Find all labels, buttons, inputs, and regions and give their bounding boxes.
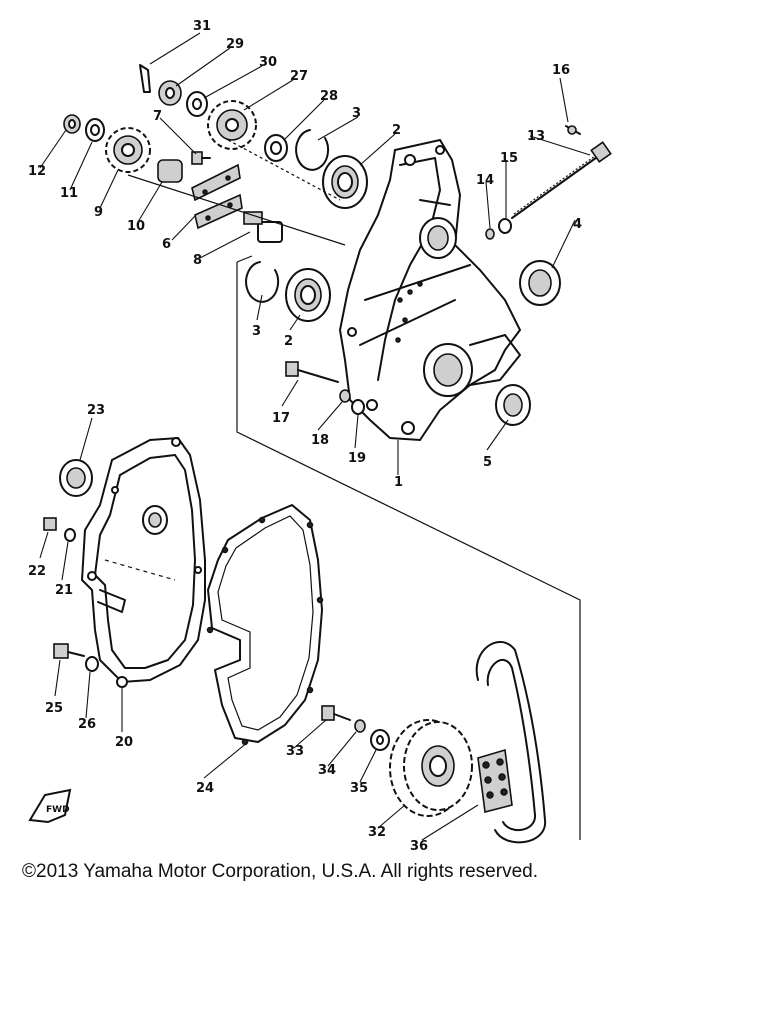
callout-11: 11 <box>60 186 78 201</box>
callout-26: 26 <box>78 717 96 732</box>
callout-33: 33 <box>286 744 304 759</box>
sprocket-27 <box>207 100 257 150</box>
callout-6: 6 <box>162 237 171 252</box>
washer-11 <box>85 118 105 142</box>
callout-22: 22 <box>28 564 46 579</box>
sprocket-32 <box>389 719 473 817</box>
callout-23: 23 <box>87 403 105 418</box>
bearing-upper <box>322 155 368 209</box>
exploded-parts-diagram: FWD <box>28 19 612 854</box>
bolt-25 <box>53 643 85 659</box>
tensioner-plates <box>191 163 243 230</box>
callout-16: 16 <box>552 63 570 78</box>
callout-21: 21 <box>55 583 73 598</box>
callout-12: 12 <box>28 164 46 179</box>
cotter-pin-31 <box>139 64 151 93</box>
circlip-upper <box>295 129 330 171</box>
callout-15: 15 <box>500 151 518 166</box>
callout-8: 8 <box>193 253 202 268</box>
bearing-lower <box>285 268 331 322</box>
bolt-7 <box>191 151 211 165</box>
bolt-33 <box>321 705 351 721</box>
callout-3a: 3 <box>352 106 361 121</box>
screw-16 <box>565 125 581 135</box>
callout-5: 5 <box>483 455 492 470</box>
callout-1: 1 <box>394 475 403 490</box>
callout-3b: 3 <box>252 324 261 339</box>
tensioner-block <box>243 211 283 243</box>
callout-20: 20 <box>115 735 133 750</box>
leader-lines <box>39 32 591 841</box>
callout-18: 18 <box>311 433 329 448</box>
lock-washer-34 <box>354 719 366 733</box>
callout-2a: 2 <box>392 123 401 138</box>
chaincase-cover <box>80 436 206 688</box>
washer-19 <box>351 399 365 415</box>
callout-24: 24 <box>196 781 214 796</box>
cover-gasket <box>206 504 324 746</box>
bolt-22 <box>43 517 57 531</box>
oil-seal-4 <box>519 260 561 306</box>
front-direction-arrow-icon: FWD <box>28 788 72 824</box>
callout-10: 10 <box>127 219 145 234</box>
callout-30: 30 <box>259 55 277 70</box>
washer-30 <box>186 91 208 117</box>
sprocket-9 <box>105 127 151 173</box>
washer-15 <box>498 218 512 234</box>
oil-seal-23 <box>59 459 93 497</box>
callout-27: 27 <box>290 69 308 84</box>
nut-12 <box>63 114 81 134</box>
collar-28 <box>264 134 288 162</box>
callout-28: 28 <box>320 89 338 104</box>
callout-7: 7 <box>153 109 162 124</box>
callout-31: 31 <box>193 19 211 34</box>
callout-17: 17 <box>272 411 290 426</box>
drive-chain <box>475 640 547 844</box>
nut-14 <box>485 228 495 240</box>
circlip-lower <box>245 261 280 303</box>
callout-32: 32 <box>368 825 386 840</box>
callout-25: 25 <box>45 701 63 716</box>
callout-2b: 2 <box>284 334 293 349</box>
callout-35: 35 <box>350 781 368 796</box>
copyright-notice: ©2013 Yamaha Motor Corporation, U.S.A. A… <box>22 861 538 882</box>
callout-14: 14 <box>476 173 494 188</box>
long-bolt-13 <box>511 141 612 219</box>
oil-seal-5 <box>495 384 531 426</box>
callout-9: 9 <box>94 205 103 220</box>
callout-36: 36 <box>410 839 428 854</box>
washer-21 <box>64 528 76 542</box>
washer-26 <box>85 656 99 672</box>
spacer-10 <box>157 159 183 183</box>
chaincase-housing <box>338 138 522 442</box>
callout-4: 4 <box>573 217 582 232</box>
callout-labels: 31 29 30 27 28 3 2 7 12 11 9 10 6 8 16 1… <box>28 19 582 854</box>
callout-19: 19 <box>348 451 366 466</box>
svg-text:FWD: FWD <box>46 805 70 815</box>
callout-13: 13 <box>527 129 545 144</box>
lock-washer-18 <box>339 389 351 403</box>
assembly-guide-lines <box>104 139 581 840</box>
castle-nut-29 <box>158 80 182 106</box>
callout-34: 34 <box>318 763 336 778</box>
washer-35 <box>370 729 390 751</box>
callout-29: 29 <box>226 37 244 52</box>
bolt-17 <box>285 361 339 383</box>
